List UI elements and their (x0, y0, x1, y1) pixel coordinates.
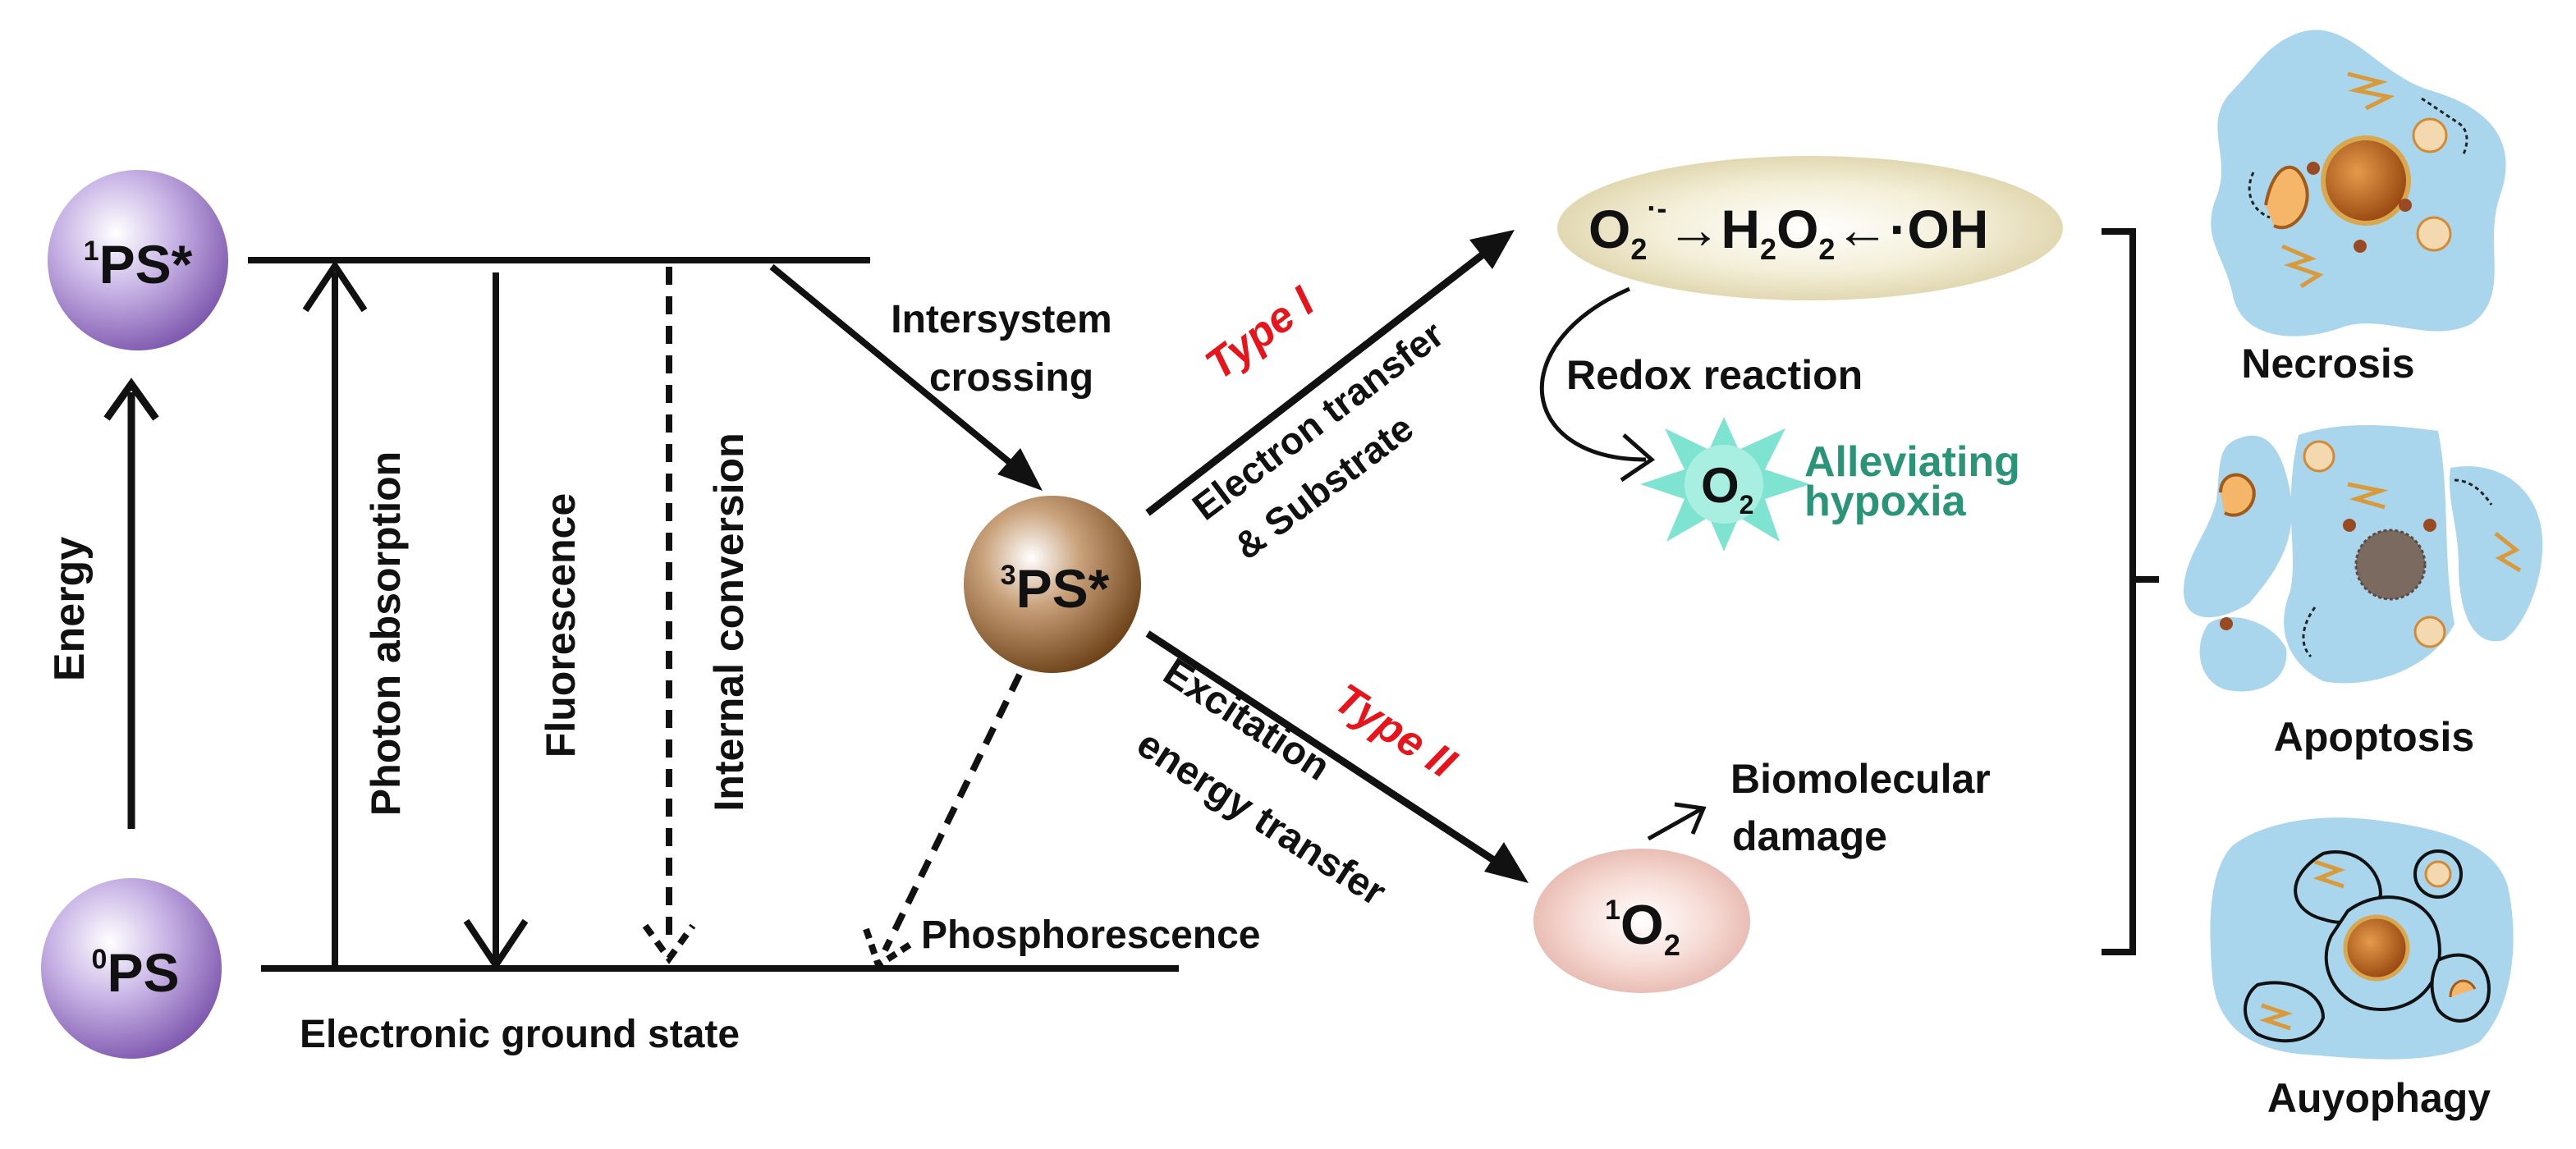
svg-text:3PS*: 3PS* (1001, 558, 1110, 619)
ground-state-label-text: Electronic ground state (300, 1013, 740, 1056)
triplet-state-sphere: 3PS* (964, 496, 1141, 673)
oxygen-label: O2 (1701, 458, 1753, 520)
triplet-label: PS* (1016, 558, 1110, 619)
phosphorescence-arrow (882, 673, 1023, 952)
autophagy-cell-illustration (2210, 817, 2514, 1060)
singlet-oxygen-label: 1O2 (1605, 894, 1680, 962)
bracket (2102, 228, 2136, 955)
alleviating-label-1: Alleviating (1804, 438, 2020, 486)
intersystem-label-1: Intersystem (891, 298, 1112, 341)
ground-state-label: PS (107, 942, 179, 1003)
ground-state-sphere: 0PS (41, 878, 222, 1059)
necrosis-label: Necrosis (2241, 341, 2414, 387)
necrosis-cell-illustration (2211, 30, 2506, 336)
singlet-excited-label: PS* (99, 234, 193, 295)
alleviating-label-2: hypoxia (1804, 478, 1967, 525)
type1-arrow (1145, 241, 1498, 516)
type1-label: Type I (1197, 277, 1324, 390)
redox-label: Redox reaction (1566, 352, 1863, 398)
intersystem-crossing-arrowhead (997, 448, 1043, 491)
photon-absorption-arrowhead (302, 259, 368, 313)
type1-arrowhead (1469, 230, 1515, 269)
damage-arrow (1647, 807, 1703, 841)
ros-chain: O2·-→H2O2←·OH (1588, 191, 1988, 266)
phosphorescence-arrowhead (863, 927, 914, 971)
internal-conversion-arrowhead (642, 923, 696, 964)
ros-ellipse: O2·-→H2O2←·OH (1557, 156, 2063, 300)
singlet-excited-state-sphere: 1PS* (48, 170, 228, 350)
redox-arrowhead (1620, 433, 1656, 483)
singlet-sup: 1 (84, 236, 99, 267)
fluorescence-arrowhead (463, 918, 529, 972)
type2-arrowhead (1484, 842, 1529, 883)
redox-curve-arrow (1539, 286, 1647, 462)
triplet-sup: 3 (1001, 560, 1016, 591)
intersystem-crossing-arrow (769, 263, 1033, 483)
phosphorescence-label: Phosphorescence (921, 913, 1260, 957)
energy-axis-arrowhead (103, 378, 159, 421)
biomolecular-label-2: damage (1732, 813, 1887, 859)
biomolecular-label-1: Biomolecular (1730, 756, 1991, 802)
apoptosis-label: Apoptosis (2274, 714, 2474, 760)
singlet-oxygen-ellipse: 1O2 (1533, 849, 1750, 993)
autophagy-label: Auyophagy (2267, 1075, 2491, 1121)
svg-text:1PS*: 1PS* (84, 234, 193, 295)
internal-conversion-label: Internal conversion (706, 433, 752, 811)
damage-arrowhead (1674, 802, 1707, 835)
ground-sup: 0 (92, 944, 108, 975)
energy-label: Energy (46, 537, 94, 681)
apoptosis-cell-illustration (2184, 425, 2543, 692)
type2-arrow (1145, 630, 1511, 873)
type2-label: Type II (1326, 675, 1464, 788)
photon-absorption-label: Photon absorption (363, 451, 409, 816)
svg-text:0PS: 0PS (92, 942, 180, 1003)
intersystem-label-2: crossing (929, 356, 1093, 400)
fluorescence-label: Fluorescence (538, 493, 584, 758)
oxygen-starburst: O2 (1640, 417, 1810, 552)
